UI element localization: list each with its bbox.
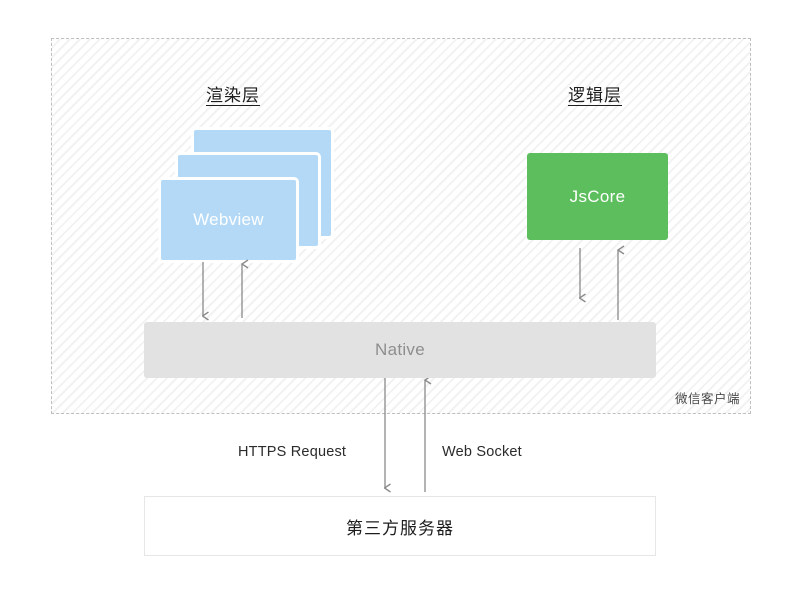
- webview-card-front[interactable]: Webview: [158, 177, 299, 263]
- third-party-server-label: 第三方服务器: [346, 518, 454, 538]
- jscore-native-arrows: [562, 248, 632, 320]
- webview-label: Webview: [193, 210, 264, 229]
- native-server-arrows: [370, 378, 440, 496]
- wechat-client-label: 微信客户端: [674, 392, 740, 406]
- webview-native-arrows: [185, 262, 255, 324]
- jscore-label: JsCore: [569, 186, 626, 206]
- logic-layer-title: 逻辑层: [568, 86, 622, 105]
- jscore-box[interactable]: JsCore: [527, 153, 668, 240]
- render-layer-title: 渲染层: [206, 86, 260, 105]
- third-party-server-box[interactable]: 第三方服务器: [144, 496, 656, 556]
- native-bar[interactable]: Native: [144, 322, 656, 378]
- web-socket-label: Web Socket: [442, 444, 522, 460]
- native-label: Native: [375, 340, 425, 359]
- https-request-label: HTTPS Request: [238, 444, 347, 460]
